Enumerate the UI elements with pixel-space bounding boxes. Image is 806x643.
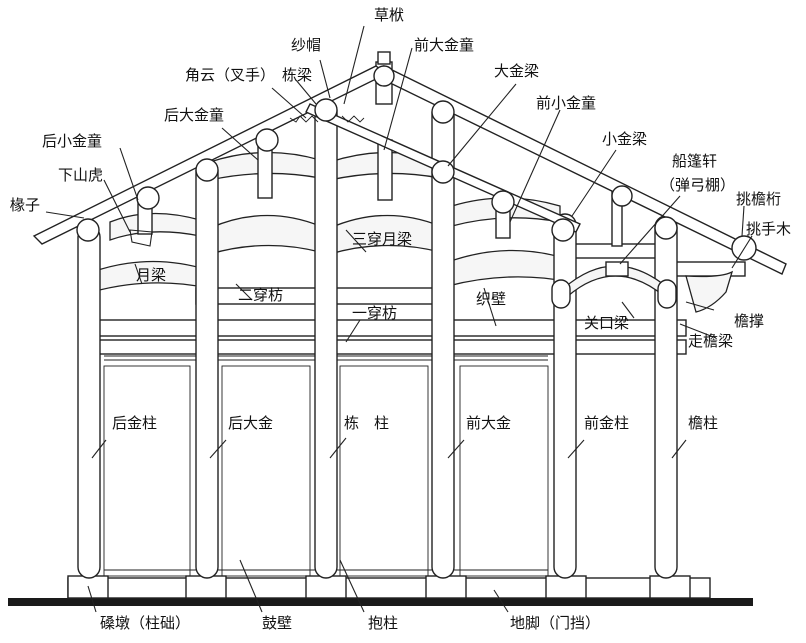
label-tiaoshoumu: 挑手木 bbox=[746, 220, 791, 238]
label-dongliang: 栋梁 bbox=[282, 66, 312, 84]
label-dongzhu: 栋 柱 bbox=[344, 414, 389, 432]
labels: 草栿 纱帽 前大金童 角云（叉手） 栋梁 大金梁 后大金童 前小金童 后小金童 … bbox=[10, 6, 791, 632]
label-chuanzi: 椽子 bbox=[10, 196, 40, 214]
label-qiandajin: 前大金 bbox=[466, 414, 511, 432]
label-qianxiaojintong: 前小金童 bbox=[536, 94, 596, 112]
label-caozhi: 草栿 bbox=[374, 6, 404, 24]
label-jiaoyun: 角云（叉手） bbox=[185, 66, 275, 84]
ridge-column bbox=[314, 99, 338, 579]
label-qiandajintong: 前大金童 bbox=[414, 36, 474, 54]
front-gold-column bbox=[553, 213, 577, 579]
label-dajinliang: 大金梁 bbox=[494, 62, 539, 80]
ground-line bbox=[8, 598, 753, 606]
label-houdajin: 后大金 bbox=[228, 414, 273, 432]
leader-lines bbox=[45, 25, 753, 613]
label-zouyanliang: 走檐梁 bbox=[688, 332, 733, 350]
label-sangdun: 磉墩（柱础） bbox=[100, 614, 190, 632]
label-sanchuanyueliang: 三穿月梁 bbox=[352, 230, 412, 248]
rear-great-gold-column bbox=[195, 159, 219, 579]
label-gubi: 鼓壁 bbox=[262, 614, 292, 632]
label-chuanpengxuan: 船篷轩 bbox=[672, 152, 717, 170]
boat-cover-ceiling bbox=[551, 261, 677, 309]
label-yanzhu: 檐柱 bbox=[688, 414, 718, 432]
foundation bbox=[67, 575, 711, 599]
label-yichuanfang: 一穿枋 bbox=[352, 304, 397, 322]
label-houjinzhu: 后金柱 bbox=[112, 414, 157, 432]
label-xiashanhu: 下山虎 bbox=[58, 166, 103, 184]
eave-bracket bbox=[685, 270, 734, 313]
eave-column bbox=[654, 215, 678, 579]
label-guankouliang: 关口梁 bbox=[584, 314, 629, 332]
label-tiaoyanheng: 挑檐桁 bbox=[736, 190, 781, 208]
tie-beams bbox=[85, 243, 746, 355]
label-baozhu: 抱柱 bbox=[368, 614, 398, 632]
ridge-ornament bbox=[289, 115, 365, 123]
label-xiaojinliang: 小金梁 bbox=[602, 130, 647, 148]
label-zhibi: 织壁 bbox=[476, 290, 506, 308]
label-yanchen: 檐撑 bbox=[734, 312, 764, 330]
rear-gold-column bbox=[77, 225, 101, 579]
label-danggongpeng: （弹弓棚） bbox=[660, 176, 735, 194]
label-erchuanfang: 二穿枋 bbox=[238, 286, 283, 304]
label-shamao: 纱帽 bbox=[291, 36, 321, 54]
label-houxiaojintong: 后小金童 bbox=[42, 132, 102, 150]
label-yueliang: 月梁 bbox=[136, 266, 166, 284]
label-dijiao: 地脚（门挡） bbox=[510, 614, 600, 632]
label-qianjinzhu: 前金柱 bbox=[584, 414, 629, 432]
purlins bbox=[76, 65, 757, 261]
label-houdajintong: 后大金童 bbox=[164, 106, 224, 124]
